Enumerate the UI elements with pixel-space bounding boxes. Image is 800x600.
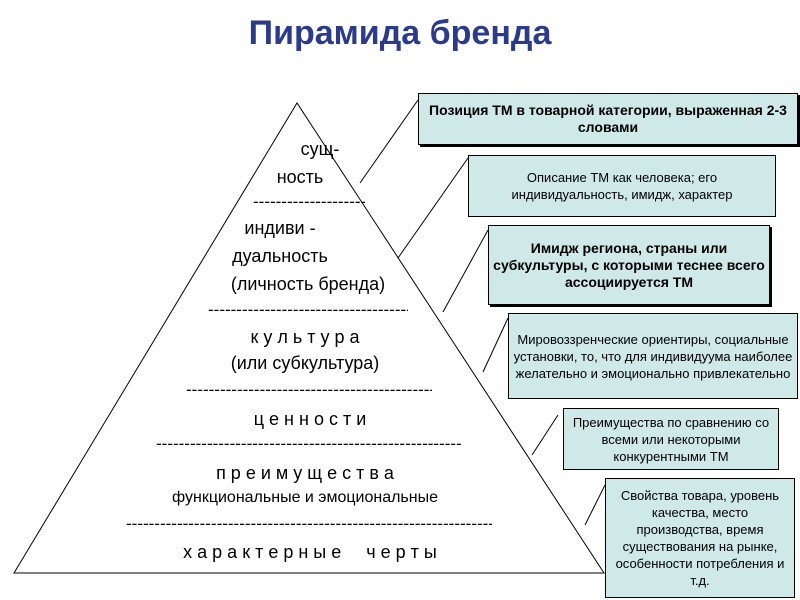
separator-5: ----------------------------------------… [126,517,492,531]
individuality-line-2: дуальность [232,246,328,266]
features-label: х а р а к т е р н ы е ч е р т ы [183,542,437,562]
benefits-line-2: функциональные и эмоциональные [172,489,438,506]
box-essence: Позиция ТМ в товарной категории, выражен… [418,93,798,145]
connector-line-4 [482,317,509,373]
separator-4: ----------------------------------------… [156,437,462,451]
box-features: Свойства товара, уровень качества, место… [605,478,795,598]
connector-line-2 [397,157,469,259]
benefits-line-1: п р е и м у щ е с т в а [216,463,394,483]
connector-line-3 [442,229,489,313]
box-values: Мировоззренческие ориентиры, социальные … [508,313,798,399]
connector-line-5 [531,414,559,456]
connector-line-6 [584,484,606,526]
pyramid-outline [13,102,605,574]
separator-1: ----------------------------------------… [253,195,365,209]
connector-line-1 [359,99,419,184]
culture-line-1: к у л ь т у р а [250,327,360,347]
individuality-line-3: (личность бренда) [230,274,386,294]
culture-line-2: (или субкультура) [230,353,380,373]
values-label: ц е н н о с т и [253,409,367,429]
individuality-line-1: индиви - [244,218,316,238]
essence-line-2: ность [276,167,324,187]
box-culture: Имидж региона, страны или субкультуры, с… [488,225,770,305]
page-title: Пирамида бренда [248,14,552,52]
box-benefits: Преимущества по сравнению со всеми или н… [563,408,779,470]
separator-2: ----------------------------------------… [208,303,408,317]
box-individuality: Описание ТМ как человека; его индивидуал… [468,155,776,217]
separator-3: ----------------------------------------… [186,383,432,397]
essence-line-1: сущ- [300,139,340,159]
